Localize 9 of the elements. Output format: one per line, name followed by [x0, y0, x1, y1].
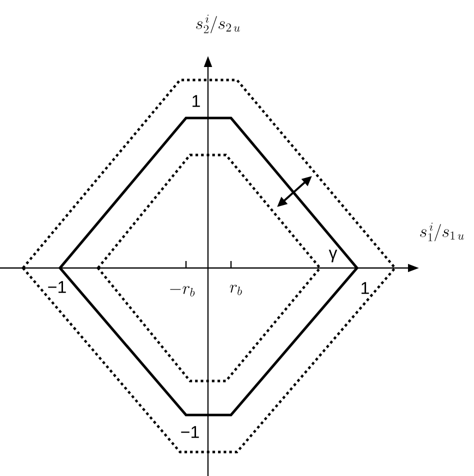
- axis-label: −1: [48, 281, 66, 293]
- axis-label: 1: [362, 282, 369, 294]
- axis-label: $-r_{b}$: [170, 286, 195, 296]
- axis-label: −1: [181, 426, 199, 438]
- axis-label: $r_{b}$: [230, 284, 242, 296]
- axis-label: $s_{1}^{\,i}/s_{1\,u}$: [420, 222, 464, 242]
- axis-label: $s_{2}^{\,i}/s_{2\,u}$: [196, 14, 240, 34]
- axis-label: 1: [192, 95, 200, 107]
- axis-label: γ: [328, 250, 338, 262]
